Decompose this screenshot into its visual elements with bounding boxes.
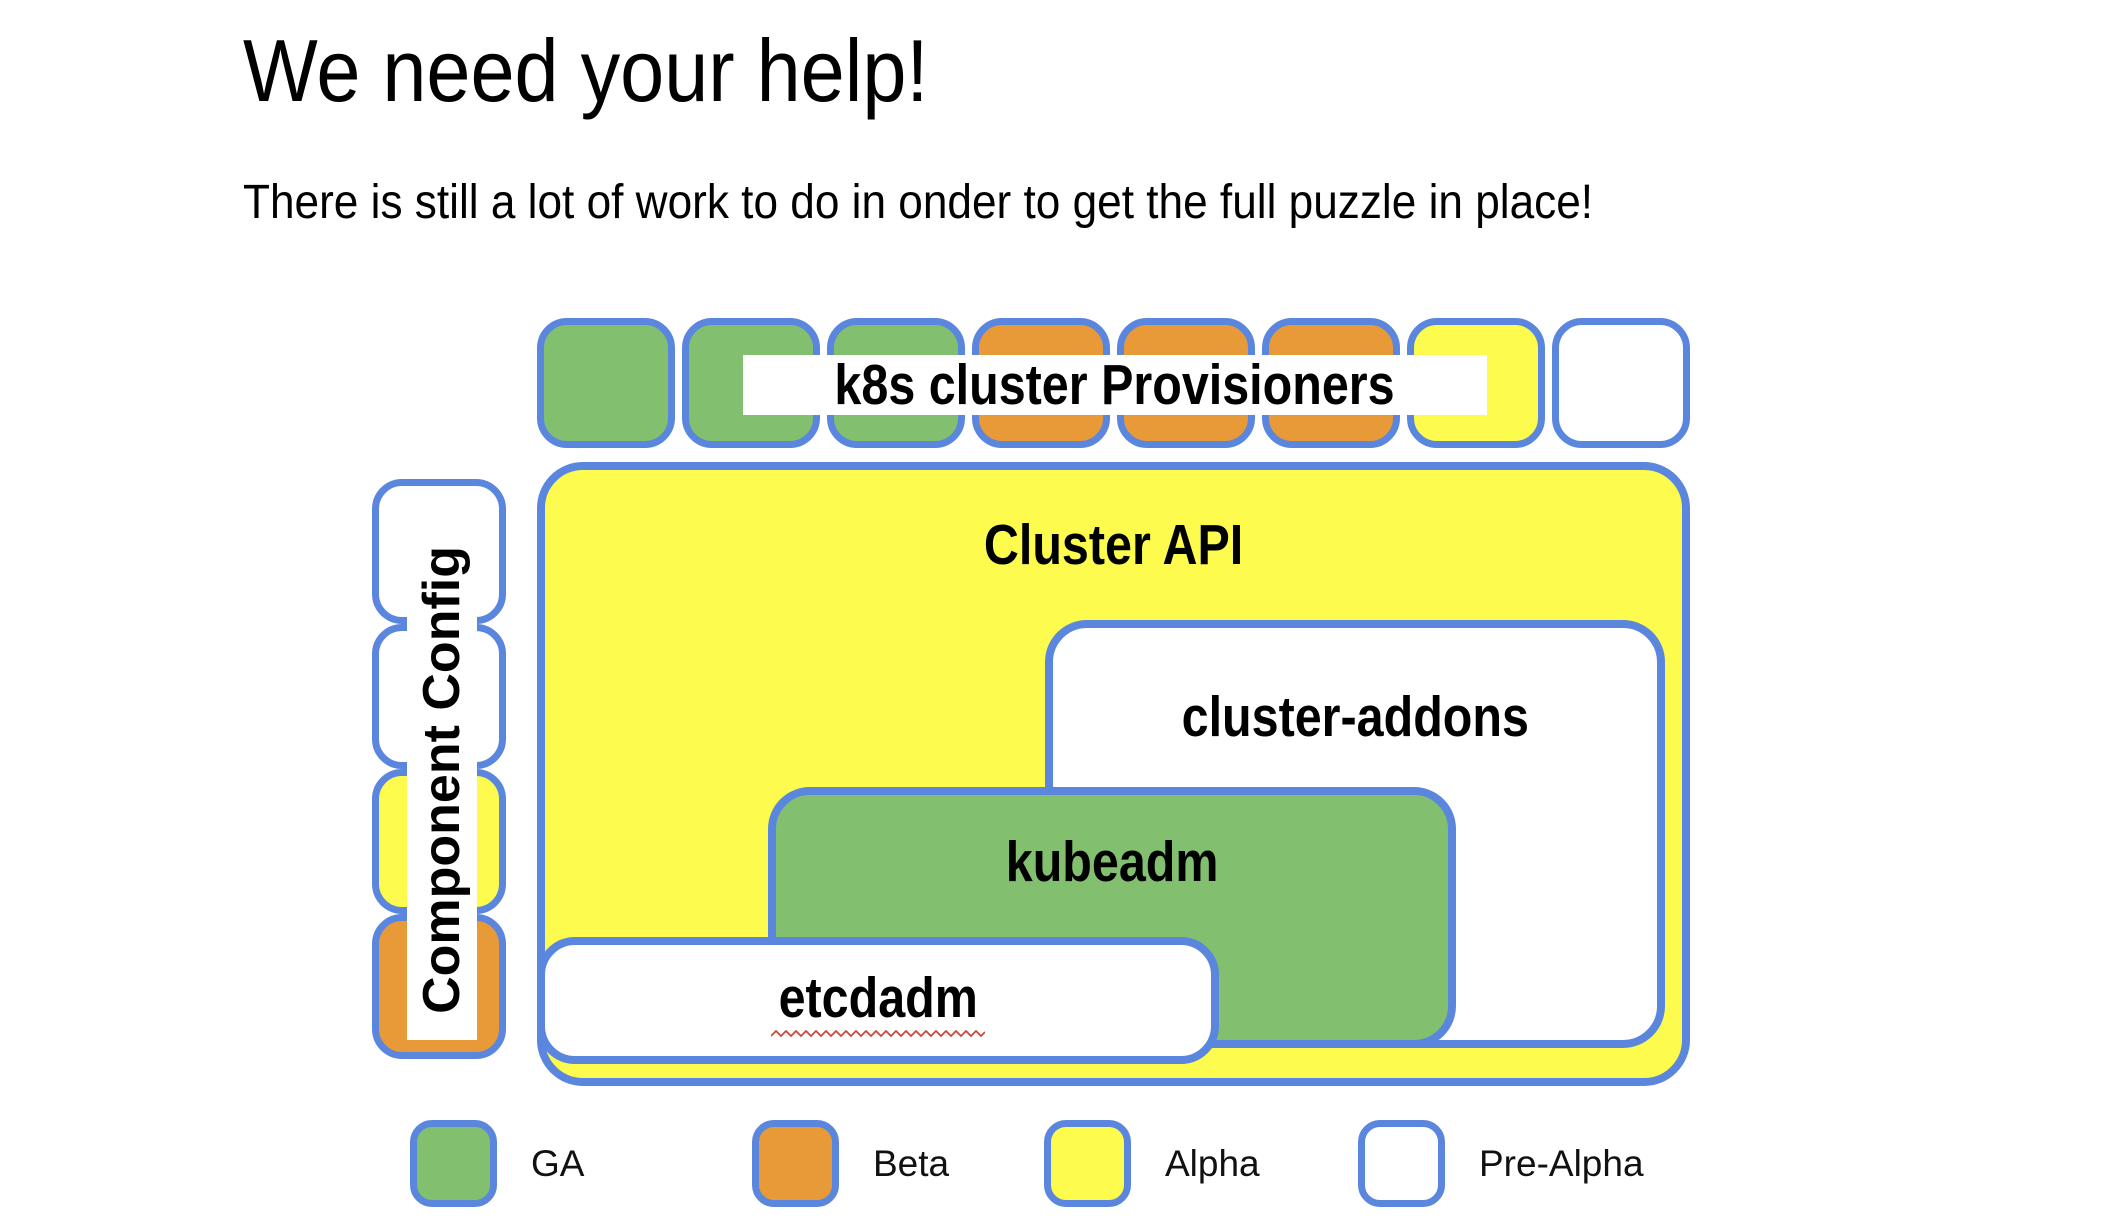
provisioners-row: k8s cluster Provisioners [537, 318, 1697, 448]
page-subtitle: There is still a lot of work to do in on… [243, 176, 1594, 229]
cluster-api-label: Cluster API [983, 513, 1244, 577]
legend-label: GA [531, 1142, 585, 1184]
legend-item: Pre-Alpha [1358, 1120, 1644, 1207]
legend-label: Alpha [1165, 1142, 1260, 1184]
legend-swatch [1358, 1120, 1445, 1207]
legend-label: Pre-Alpha [1479, 1142, 1644, 1184]
spellcheck-squiggle-icon [771, 1029, 985, 1037]
legend-swatch [410, 1120, 497, 1207]
component-config-label: Component Config [407, 520, 477, 1040]
provisioner-square [537, 318, 675, 448]
legend-item: Beta [752, 1120, 949, 1207]
component-config-column: Component Config [372, 479, 506, 1059]
legend-label: Beta [873, 1142, 950, 1184]
etcdadm-box: etcdadm [537, 937, 1219, 1064]
cluster-addons-label: cluster-addons [1181, 685, 1529, 749]
page-title: We need your help! [243, 21, 929, 120]
kubeadm-label: kubeadm [1005, 830, 1219, 894]
component-config-label-text: Component Config [413, 546, 471, 1014]
legend-swatch [752, 1120, 839, 1207]
legend-item: Alpha [1044, 1120, 1260, 1207]
legend: GA Beta Alpha Pre-Alpha [0, 1120, 2126, 1215]
provisioner-square [1552, 318, 1690, 448]
provisioners-label: k8s cluster Provisioners [743, 352, 1487, 417]
provisioners-label-text: k8s cluster Provisioners [834, 352, 1396, 417]
etcdadm-label: etcdadm [778, 966, 978, 1030]
legend-swatch [1044, 1120, 1131, 1207]
legend-item: GA [410, 1120, 584, 1207]
